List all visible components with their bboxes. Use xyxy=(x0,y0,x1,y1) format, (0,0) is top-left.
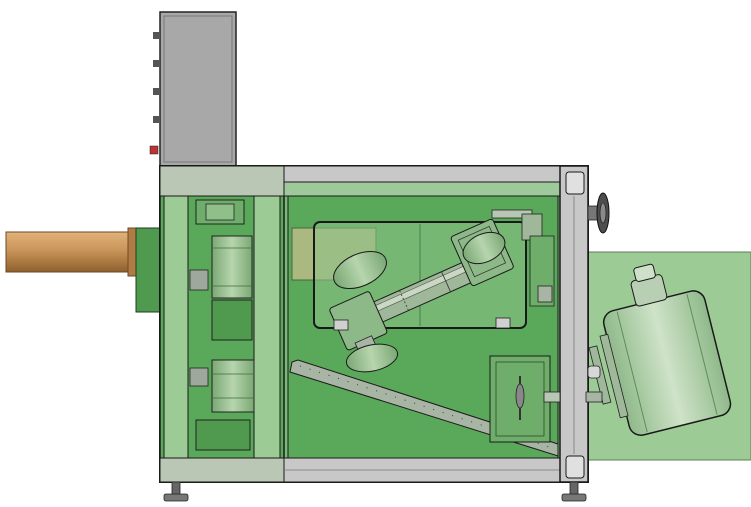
left-compartment xyxy=(159,165,285,483)
motor-icon xyxy=(585,263,732,436)
leveling-foot-icon xyxy=(561,481,587,502)
rollers xyxy=(333,231,511,373)
lower-adjuster xyxy=(489,355,561,443)
leveling-foot-icon xyxy=(163,481,189,502)
handwheel-icon xyxy=(587,192,610,234)
pipe-flange xyxy=(135,227,161,313)
top-bracket xyxy=(491,209,555,307)
control-cabinet xyxy=(149,11,237,167)
infeed-pipe xyxy=(5,227,139,277)
